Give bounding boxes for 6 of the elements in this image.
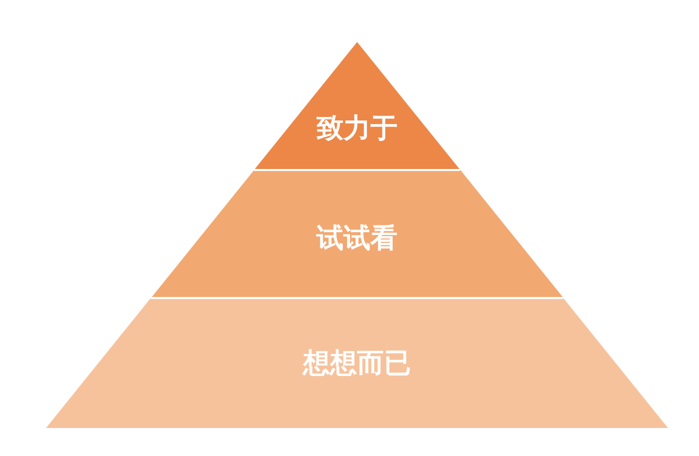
tier-label: 致力于: [316, 112, 398, 146]
tier-label: 想想而已: [303, 347, 411, 381]
pyramid-top: [254, 42, 460, 170]
tier-label: 试试看: [316, 222, 398, 256]
pyramid-tier: [150, 170, 564, 298]
pyramid-tier: [46, 298, 668, 428]
